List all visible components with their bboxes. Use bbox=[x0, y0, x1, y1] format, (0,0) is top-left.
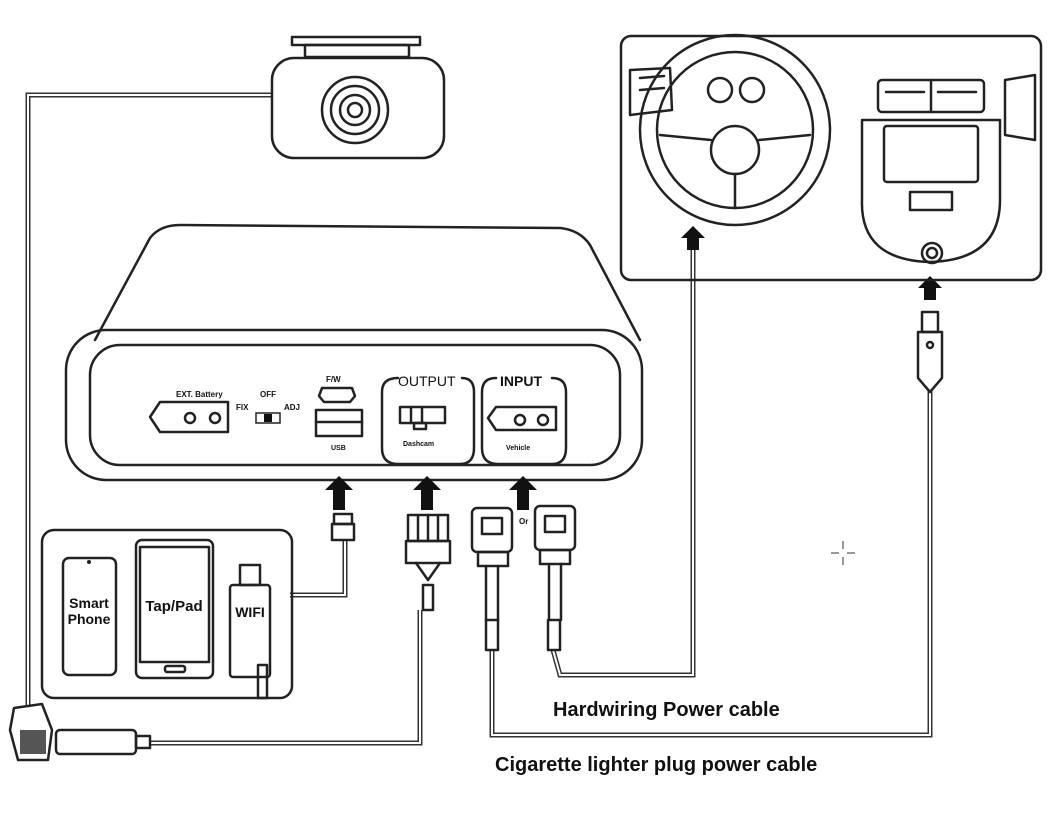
mode-switch[interactable] bbox=[255, 412, 281, 424]
tablet-label: Tap/Pad bbox=[145, 598, 202, 615]
dashcam-cable bbox=[25, 92, 423, 746]
input-label: INPUT bbox=[500, 373, 542, 389]
or-label: Or bbox=[519, 517, 528, 526]
ext-battery-port bbox=[148, 400, 230, 434]
devices-panel: Smart Phone Tap/Pad WIFI bbox=[40, 528, 294, 700]
dashcam-connector bbox=[404, 513, 452, 612]
fw-label: F/W bbox=[326, 375, 341, 384]
hardwiring-cable-label: Hardwiring Power cable bbox=[553, 699, 780, 721]
dashcam-plug-icon bbox=[8, 702, 152, 762]
fix-label: FIX bbox=[236, 403, 249, 412]
smartphone-label-2: Phone bbox=[68, 611, 111, 627]
usb-port[interactable] bbox=[314, 408, 364, 438]
dashcam-label: Dashcam bbox=[403, 441, 434, 448]
cigarette-plug-icon bbox=[916, 310, 944, 394]
usb-connector bbox=[330, 512, 356, 542]
hardwiring-connector bbox=[533, 504, 577, 652]
output-label: OUTPUT bbox=[398, 373, 456, 389]
adj-label: ADJ bbox=[284, 403, 300, 412]
dashcam-icon bbox=[270, 35, 446, 160]
off-label: OFF bbox=[260, 390, 276, 399]
usb-label: USB bbox=[331, 445, 346, 452]
crosshair-cursor-icon bbox=[831, 541, 855, 565]
output-panel: OUTPUT Dashcam bbox=[380, 373, 476, 466]
vehicle-dashboard bbox=[619, 33, 1043, 282]
input-panel: INPUT Vehicle bbox=[480, 373, 568, 466]
battery-pack bbox=[64, 223, 644, 482]
usb-cable bbox=[290, 540, 348, 598]
cigarette-cable bbox=[489, 390, 933, 738]
vehicle-label: Vehicle bbox=[506, 445, 530, 452]
wifi-label: WIFI bbox=[235, 604, 265, 620]
smartphone-label: Smart bbox=[69, 595, 109, 611]
arrow-icons bbox=[325, 226, 942, 510]
ext-battery-label: EXT. Battery bbox=[176, 390, 223, 399]
cigarette-cable-label: Cigarette lighter plug power cable bbox=[495, 754, 817, 776]
cigarette-connector bbox=[470, 506, 514, 652]
hardwiring-cable bbox=[550, 250, 696, 678]
fw-port[interactable] bbox=[317, 386, 357, 404]
